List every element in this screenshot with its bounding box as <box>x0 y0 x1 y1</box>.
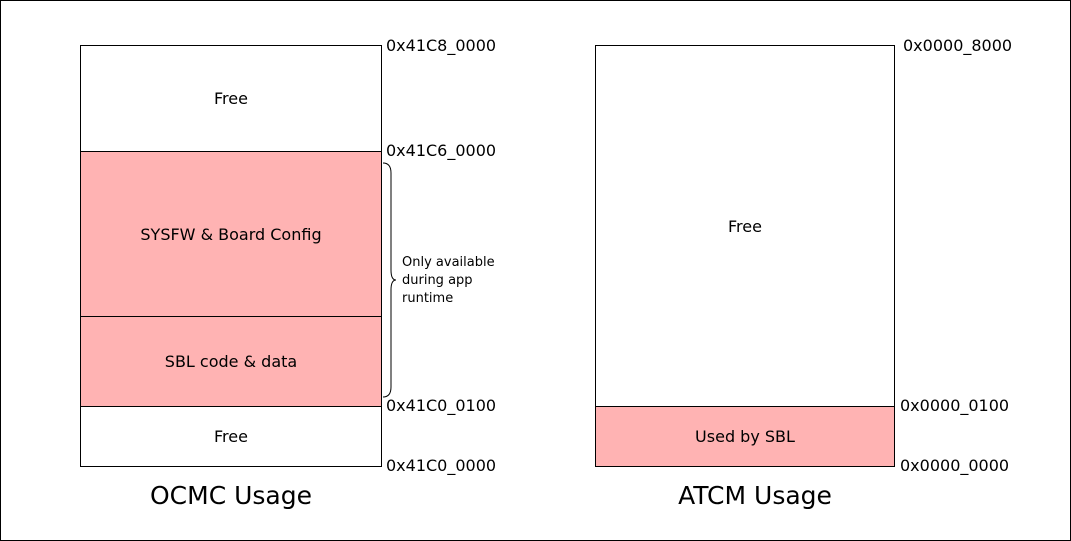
ocmc-free-bottom-block: Free <box>80 406 382 467</box>
ocmc-sbl-label: SBL code & data <box>164 352 298 371</box>
ocmc-free-bottom-label: Free <box>214 427 248 446</box>
atcm-sbl-block: Used by SBL <box>595 406 895 467</box>
atcm-address-bottom: 0x0000_0000 <box>900 456 1010 475</box>
ocmc-address-top: 0x41C8_0000 <box>386 36 497 55</box>
ocmc-sbl-block: SBL code & data <box>80 316 382 407</box>
atcm-sbl-label: Used by SBL <box>695 427 795 446</box>
ocmc-address-bottom: 0x41C0_0000 <box>386 456 497 475</box>
ocmc-title: OCMC Usage <box>150 481 312 510</box>
atcm-title: ATCM Usage <box>678 481 832 510</box>
atcm-free-block: Free <box>595 45 895 407</box>
ocmc-address-sbl-start: 0x41C0_0100 <box>386 396 497 415</box>
atcm-free-label: Free <box>728 216 762 236</box>
curly-brace-icon <box>382 162 397 398</box>
ocmc-sysfw-block: SYSFW & Board Config <box>80 151 382 317</box>
atcm-address-top: 0x0000_8000 <box>903 36 1013 55</box>
ocmc-sysfw-label: SYSFW & Board Config <box>140 224 322 244</box>
ocmc-address-sysfw-start: 0x41C6_0000 <box>386 141 497 160</box>
atcm-address-sbl-end: 0x0000_0100 <box>900 396 1010 415</box>
ocmc-free-top-block: Free <box>80 45 382 152</box>
runtime-availability-note: Only available during app runtime <box>402 255 495 306</box>
ocmc-free-top-label: Free <box>214 89 248 108</box>
